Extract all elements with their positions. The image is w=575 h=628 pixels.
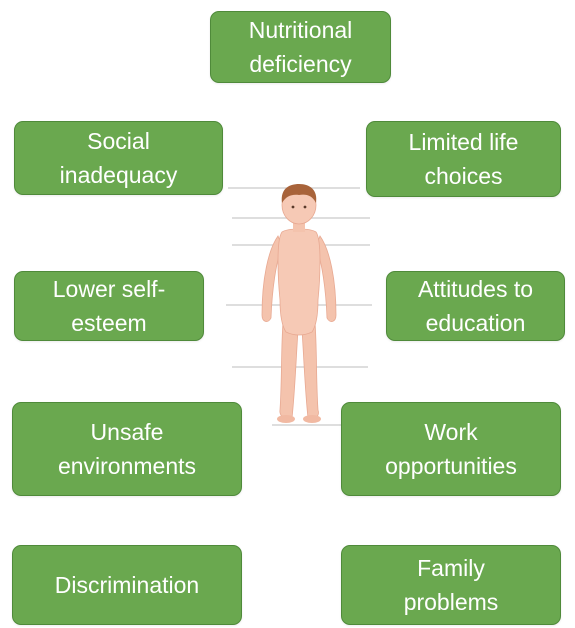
nutritional-deficiency-box: Nutritional deficiency: [210, 11, 391, 83]
lower-self-esteem-box: Lower self- esteem: [14, 271, 204, 341]
box-label-line: problems: [403, 589, 499, 615]
box-label-line: environments: [57, 453, 197, 479]
guide-lines: [226, 187, 372, 426]
discrimination-box: Discrimination: [12, 545, 242, 625]
child-body: [261, 184, 337, 423]
box-label-line: Limited life: [408, 129, 519, 155]
box-label-line: Nutritional: [248, 17, 353, 43]
family-problems-box: Family problems: [341, 545, 561, 625]
attitudes-to-education-box: Attitudes to education: [386, 271, 565, 341]
box-label-line: choices: [424, 163, 503, 189]
box-label-line: Social: [87, 128, 150, 154]
box-label-line: Attitudes to: [417, 276, 534, 302]
box-label-line: Work: [424, 419, 478, 445]
box-label-line: esteem: [71, 310, 147, 336]
box-label-line: inadequacy: [59, 162, 178, 188]
box-label-line: Lower self-: [52, 276, 166, 302]
work-opportunities-box: Work opportunities: [341, 402, 561, 496]
box-label-line: Discrimination: [54, 572, 200, 598]
unsafe-environments-box: Unsafe environments: [12, 402, 242, 496]
box-label-line: Unsafe: [90, 419, 164, 445]
box-label-line: education: [425, 310, 526, 336]
social-inadequacy-box: Social inadequacy: [14, 121, 223, 195]
box-label-line: deficiency: [249, 51, 352, 77]
box-label-line: opportunities: [385, 453, 517, 479]
limited-life-choices-box: Limited life choices: [366, 121, 561, 197]
box-label-line: Family: [417, 555, 485, 581]
